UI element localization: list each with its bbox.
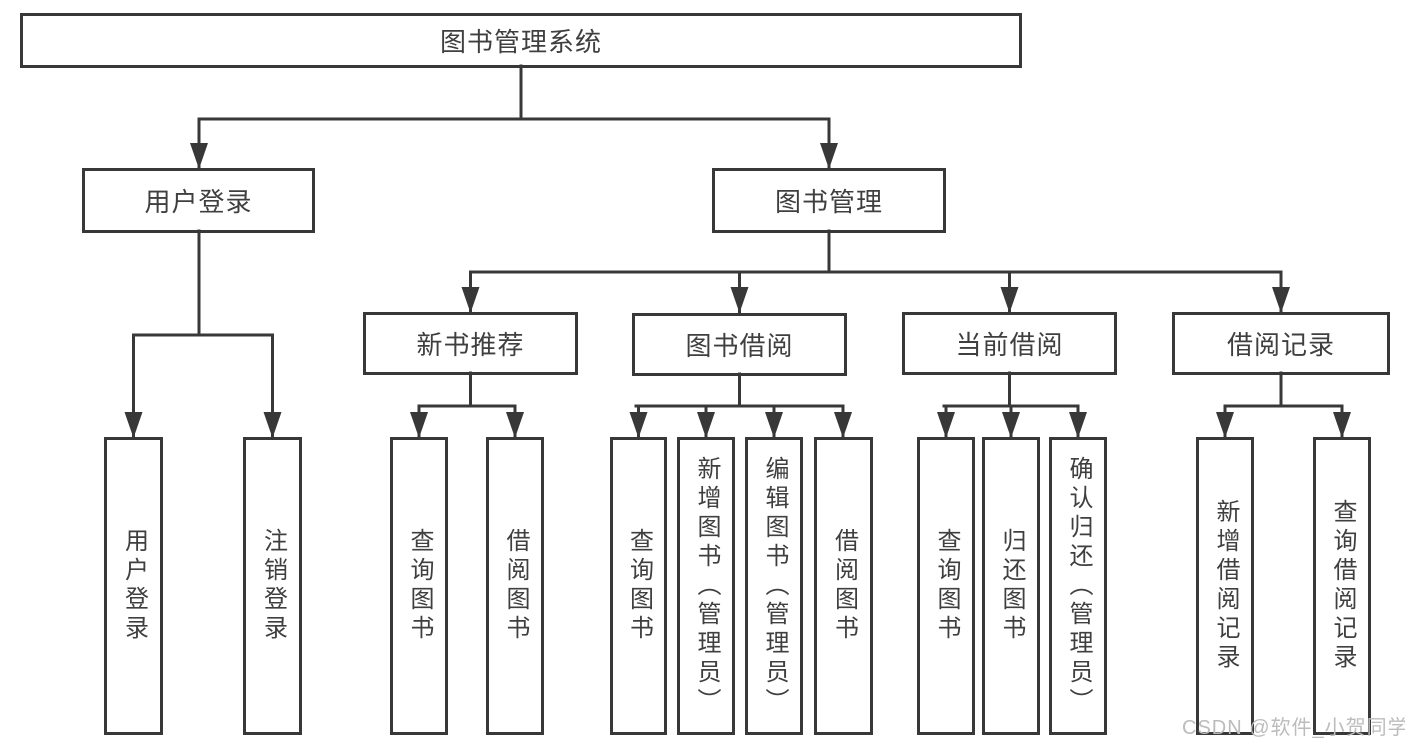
node-new-book-recommendation: 新书推荐	[363, 312, 578, 375]
csdn-watermark: CSDN @软件_小贺同学	[1182, 717, 1405, 739]
leaf-borrow-borrow-books: 借阅图书	[814, 437, 873, 735]
leaf-recommend-borrow-books: 借阅图书	[486, 437, 544, 735]
node-library-system: 图书管理系统	[20, 13, 1022, 68]
leaf-current-query-books: 查询图书	[917, 437, 975, 735]
leaf-borrow-add-books-admin: 新增图书（管理员）	[677, 437, 735, 735]
node-book-management: 图书管理	[712, 168, 946, 233]
node-user-login: 用户登录	[82, 168, 315, 233]
leaf-logout: 注销登录	[243, 437, 302, 735]
leaf-current-confirm-return-admin: 确认归还（管理员）	[1049, 437, 1107, 735]
node-book-borrowing: 图书借阅	[632, 313, 847, 376]
leaf-borrow-query-books: 查询图书	[610, 437, 667, 735]
leaf-borrow-edit-books-admin: 编辑图书（管理员）	[745, 437, 803, 735]
node-borrowing-records: 借阅记录	[1172, 312, 1390, 375]
node-current-borrowing: 当前借阅	[902, 312, 1117, 375]
leaf-records-add-borrow-record: 新增借阅记录	[1196, 437, 1254, 735]
leaf-user-login: 用户登录	[104, 437, 163, 735]
leaf-recommend-query-books: 查询图书	[390, 437, 448, 735]
leaf-current-return-books: 归还图书	[982, 437, 1040, 735]
leaf-records-query-borrow-record: 查询借阅记录	[1313, 437, 1371, 735]
